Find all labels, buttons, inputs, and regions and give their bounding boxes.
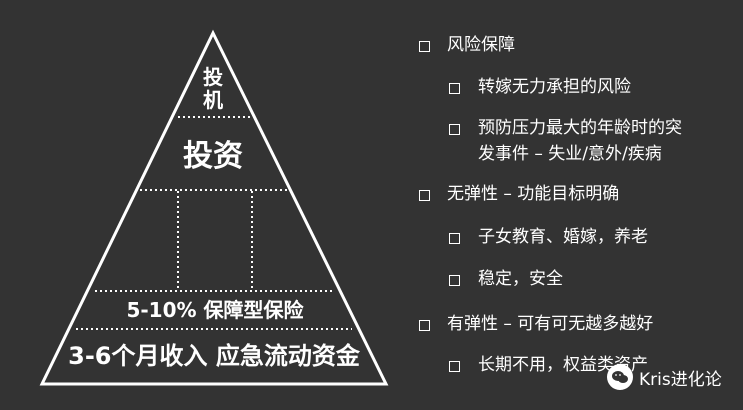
- bullet-elastic: 有弹性 – 可有可无越多越好: [447, 314, 654, 334]
- checkbox-icon: [419, 41, 430, 52]
- bullet-transfer-risk: 转嫁无力承担的风险: [478, 77, 631, 97]
- checkbox-icon: [419, 190, 430, 201]
- bullet-inelastic: 无弹性 – 功能目标明确: [447, 184, 620, 204]
- bullet-education-marriage: 子女教育、婚嫁，养老: [478, 227, 648, 247]
- bullet-risk-protection: 风险保障: [447, 35, 515, 55]
- tier1-label-line1: 投: [203, 65, 223, 89]
- bullet-prevent-events-line2: 发事件 – 失业/意外/疾病: [478, 144, 662, 164]
- checkbox-icon: [419, 320, 430, 331]
- checkbox-icon: [449, 361, 460, 372]
- checkbox-icon: [449, 83, 460, 94]
- checkbox-icon: [449, 275, 460, 286]
- wechat-logo-icon: [607, 364, 633, 390]
- bullet-stable-safe: 稳定，安全: [478, 269, 563, 289]
- pyramid-outline: [39, 29, 389, 386]
- tier5-label: 3-6个月收入 应急流动资金: [68, 342, 360, 370]
- tier1-label-line2: 机: [203, 88, 223, 112]
- tier4-label: 5-10% 保障型保险: [126, 298, 304, 322]
- checkbox-icon: [449, 233, 460, 244]
- tier2-label: 投资: [183, 139, 243, 174]
- bullet-prevent-events-line1: 预防压力最大的年龄时的突: [478, 118, 682, 138]
- watermark: Kris进化论: [607, 362, 722, 392]
- watermark-text: Kris进化论: [639, 369, 722, 390]
- checkbox-icon: [449, 124, 460, 135]
- bullet-long-term-equity: 长期不用，权益类资产: [478, 355, 648, 375]
